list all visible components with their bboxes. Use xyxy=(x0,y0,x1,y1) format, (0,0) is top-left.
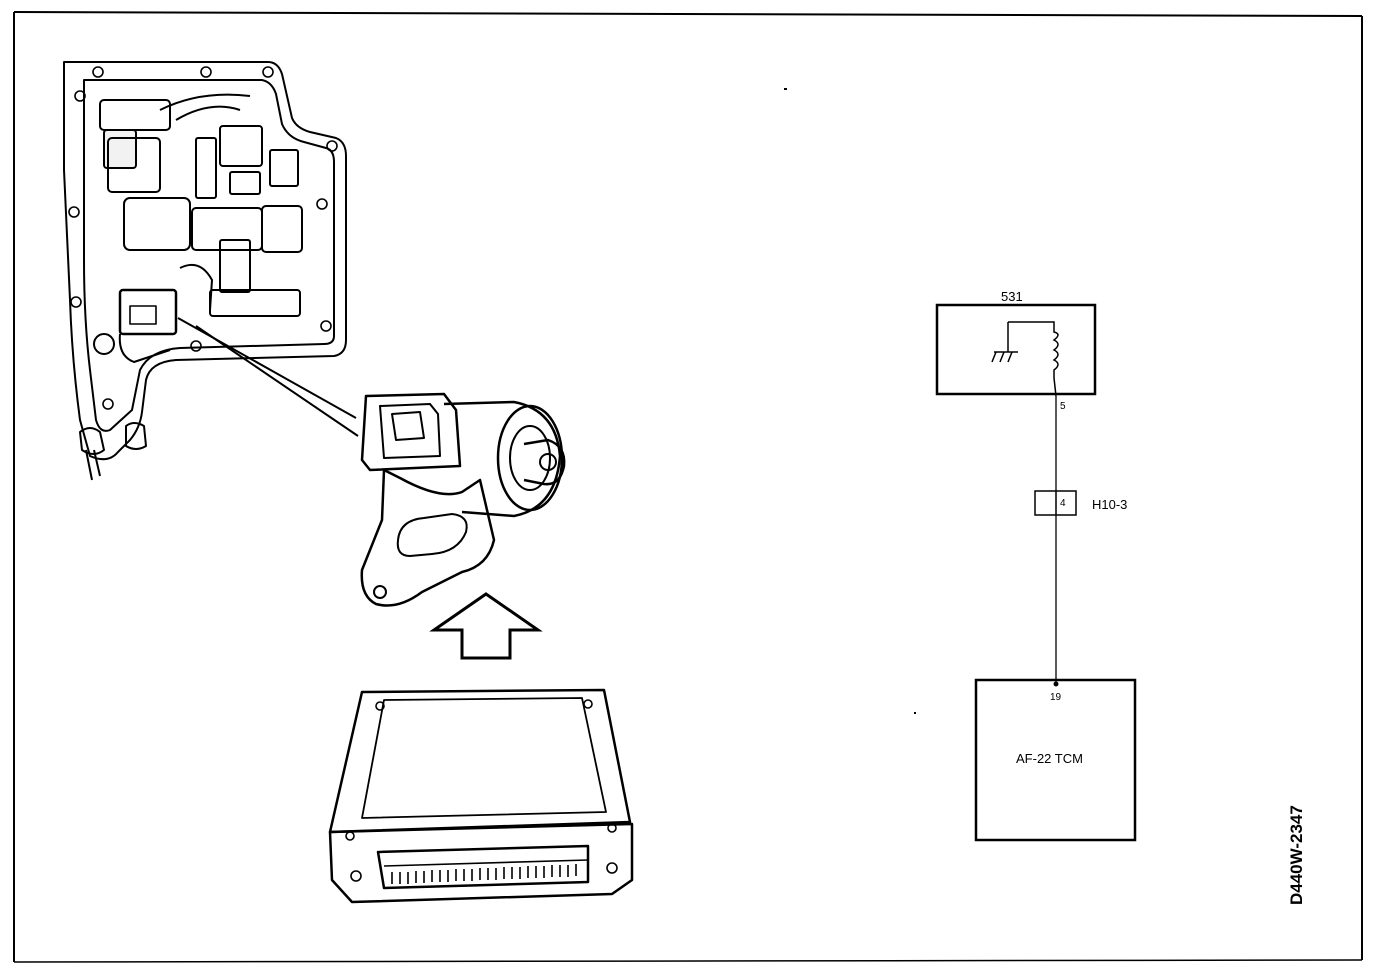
connector-name-label: H10-3 xyxy=(1092,497,1128,512)
coil-symbol xyxy=(1008,321,1059,397)
solenoid-pin-label: 5 xyxy=(1060,401,1066,412)
tcm-component-box xyxy=(974,678,1137,842)
valve-body-illustration xyxy=(63,61,347,481)
tcm-pin-label: 19 xyxy=(1050,692,1062,703)
leader-lines xyxy=(177,317,359,437)
wiring-schematic xyxy=(935,303,1137,842)
ground-icon xyxy=(991,322,1018,363)
tcm-name-label: AF-22 TCM xyxy=(1016,751,1083,766)
page-border xyxy=(13,11,1363,963)
up-arrow xyxy=(429,592,543,660)
bolt-holes xyxy=(68,66,338,410)
figure-reference-code: D440W-2347 xyxy=(1287,805,1306,905)
tcm-module-illustration xyxy=(328,688,634,904)
solenoid-component-label: 531 xyxy=(1001,289,1023,304)
connector-pin-label: 4 xyxy=(1060,498,1066,509)
solenoid-component-box xyxy=(935,303,1097,396)
scan-specks xyxy=(784,88,916,714)
solenoid-closeup xyxy=(360,392,566,607)
